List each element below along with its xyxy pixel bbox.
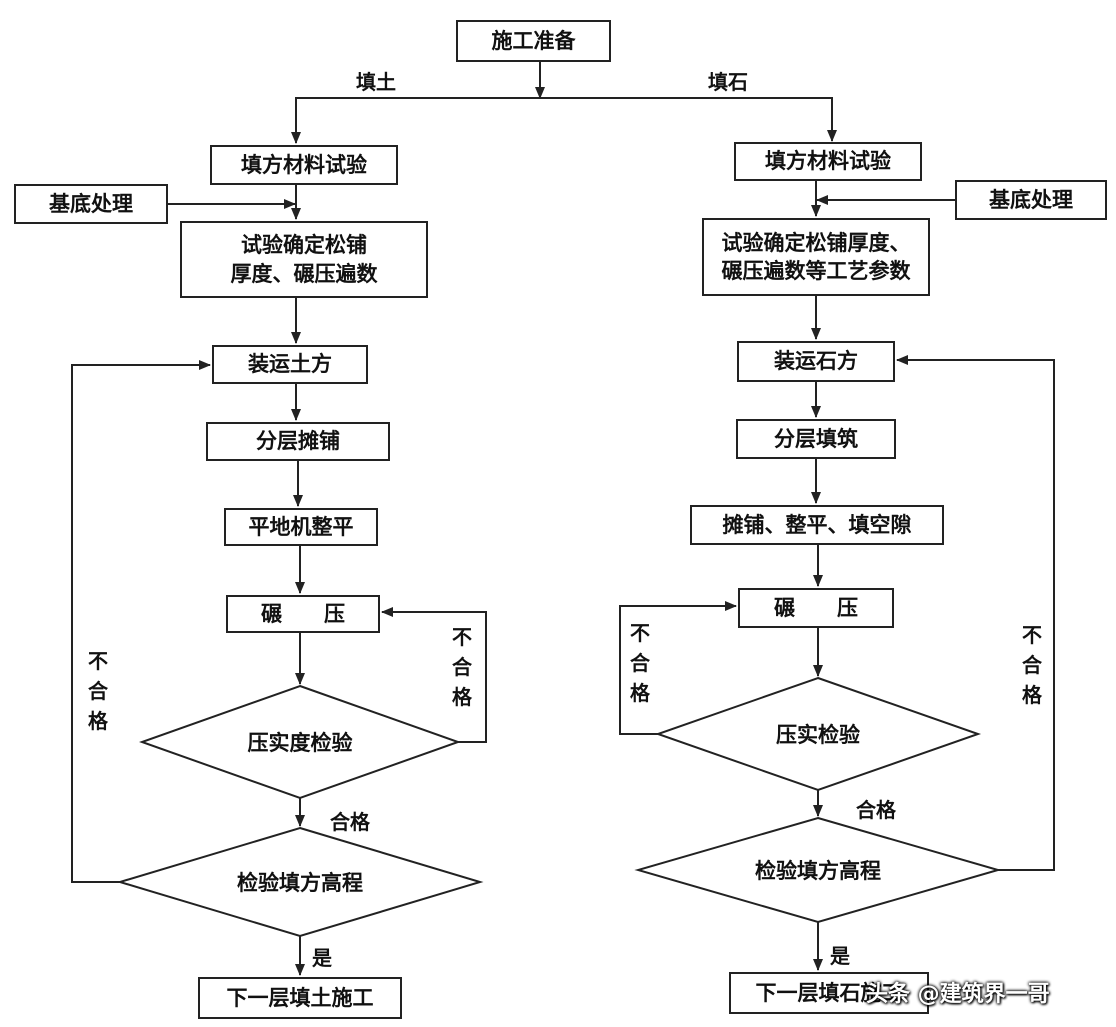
edge-r-fail-inner <box>619 601 737 735</box>
edge-r-fail-outer <box>896 355 1055 871</box>
edge-split-left <box>291 97 540 144</box>
node-r-trial: 试验确定松铺厚度、 碾压遍数等工艺参数 <box>702 218 930 296</box>
node-l-compact: 碾 压 <box>226 595 380 633</box>
label-r-pass: 合格 <box>856 798 896 822</box>
diamond-r-compaction-label: 压实检验 <box>776 723 860 747</box>
label-r-fail-outer: 不合格 <box>1022 623 1042 707</box>
diamond-l-elevation-label: 检验填方高程 <box>237 871 363 895</box>
node-l-spread: 分层摊铺 <box>206 422 390 461</box>
edge-l-fail-outer <box>71 360 211 883</box>
label-l-fail-outer: 不合格 <box>88 649 108 733</box>
diamond-l-compaction-label: 压实度检验 <box>247 731 353 755</box>
node-r-material-test: 填方材料试验 <box>734 142 922 181</box>
label-l-yes: 是 <box>312 946 332 970</box>
node-r-spread: 摊铺、整平、填空隙 <box>690 505 944 545</box>
node-r-next-layer: 下一层填石施工 <box>729 972 929 1014</box>
label-l-pass: 合格 <box>330 810 370 834</box>
node-l-base-treatment: 基底处理 <box>14 184 168 224</box>
diamond-r-elevation-label: 检验填方高程 <box>755 859 881 883</box>
node-l-next-layer: 下一层填土施工 <box>198 977 402 1019</box>
node-l-material-test: 填方材料试验 <box>210 145 398 185</box>
node-l-level: 平地机整平 <box>224 508 378 546</box>
edge-split-right <box>540 97 837 142</box>
node-r-fill: 分层填筑 <box>736 419 896 459</box>
node-start: 施工准备 <box>456 20 611 62</box>
node-l-trial: 试验确定松铺 厚度、碾压遍数 <box>180 221 428 298</box>
node-r-load: 装运石方 <box>737 341 895 382</box>
edge-l-fail-inner <box>381 607 487 743</box>
node-r-base-treatment: 基底处理 <box>955 180 1107 220</box>
node-l-load: 装运土方 <box>212 345 368 384</box>
label-fill-rock: 填石 <box>708 70 748 94</box>
label-r-fail-inner: 不合格 <box>630 621 650 705</box>
watermark: 头条 @建筑界一哥 <box>866 982 1050 1007</box>
label-l-fail-inner: 不合格 <box>452 625 472 709</box>
label-fill-soil: 填土 <box>356 70 396 94</box>
node-r-compact: 碾 压 <box>738 588 894 628</box>
label-r-yes: 是 <box>830 944 850 968</box>
